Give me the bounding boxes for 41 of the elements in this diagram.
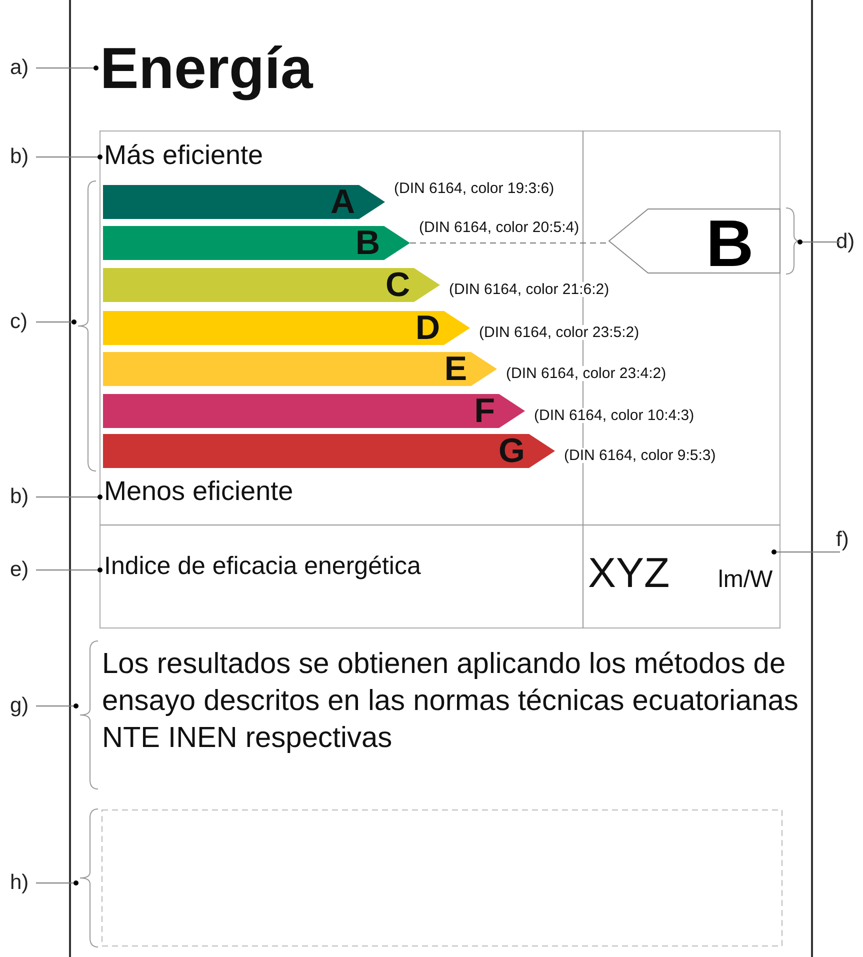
color-note: (DIN 6164, color 21:6:2) (448, 282, 610, 297)
color-note: (DIN 6164, color 10:4:3) (533, 408, 696, 423)
index-value: XYZ (588, 552, 670, 594)
color-note: (DIN 6164, color 23:4:2) (505, 366, 668, 381)
callout-letter: a) (10, 57, 29, 78)
rating-letter: G (498, 434, 525, 468)
label-text: Más eficiente (104, 142, 264, 169)
callout-letter: b) (10, 486, 29, 507)
callout-letter: e) (10, 559, 29, 580)
callout-letter: c) (10, 311, 28, 332)
leader-line (36, 568, 102, 572)
callout-letter: g) (10, 695, 29, 716)
dashed-connector (410, 242, 608, 244)
color-note: (DIN 6164, color 20:5:4) (418, 220, 580, 235)
leader-line (36, 880, 78, 886)
callout-letter: h) (10, 872, 29, 893)
callout-letter: d) (836, 231, 855, 252)
note-text: Los resultados se obtienen aplicando los métodos de ensayo descritos en las normas técnicas ecuatorianas NTE INEN respectivas (102, 647, 800, 756)
leader-line (36, 154, 102, 160)
callout-letter: b) (10, 146, 29, 167)
color-note: (DIN 6164, color 19:3:6) (393, 181, 556, 196)
rating-letter: B (355, 226, 380, 260)
color-note: (DIN 6164, color 9:5:3) (563, 448, 717, 463)
rating-letter: F (474, 394, 495, 428)
leader-line (36, 66, 98, 70)
leader-line (36, 704, 78, 708)
label-text: Indice de eficacia energética (104, 554, 421, 579)
label-text: Menos eficiente (104, 478, 294, 505)
leader-line (798, 240, 840, 244)
callout-letter: f) (836, 529, 849, 550)
rating-letter: B (706, 212, 754, 274)
unit-label: lm/W (718, 568, 773, 592)
label-title: Energía (100, 40, 313, 98)
rating-letter: E (444, 352, 467, 386)
rating-letter: A (330, 185, 355, 219)
leader-line (772, 550, 840, 554)
leader-line (36, 494, 102, 500)
leader-line (36, 320, 76, 324)
rating-letter: C (385, 268, 410, 302)
rating-letter: D (415, 311, 440, 345)
color-note: (DIN 6164, color 23:5:2) (478, 325, 640, 340)
